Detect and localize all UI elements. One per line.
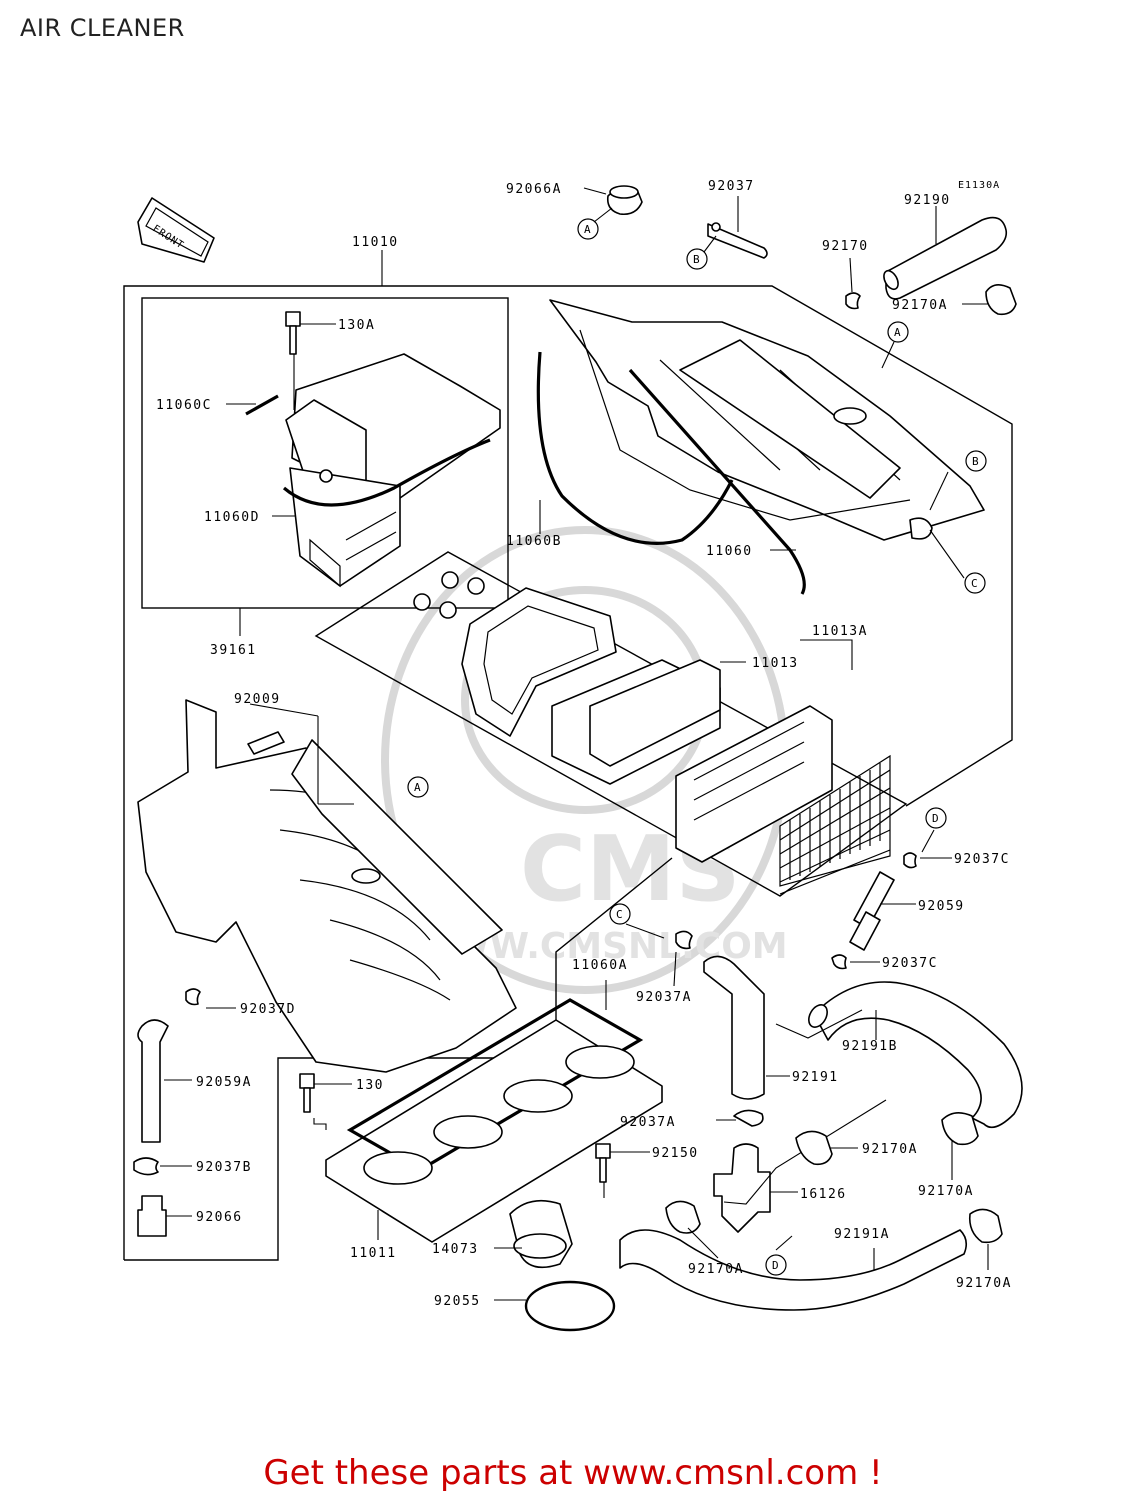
part-number-11060: 11060 bbox=[706, 544, 753, 559]
part-number-92170A: 92170A bbox=[956, 1276, 1012, 1291]
part-number-11011: 11011 bbox=[350, 1246, 397, 1261]
part-number-92170A: 92170A bbox=[862, 1142, 918, 1157]
frame-11013A bbox=[314, 551, 908, 897]
ref-mark-A: A bbox=[894, 326, 901, 339]
front-arrow-icon: FRONT bbox=[137, 197, 215, 263]
frame-39161 bbox=[141, 297, 509, 609]
diagram-code: E1130A bbox=[958, 180, 1000, 191]
part-number-130A: 130A bbox=[338, 318, 375, 333]
oring-92055 bbox=[494, 1280, 616, 1332]
strap-92037 bbox=[703, 196, 768, 259]
ref-mark-A: A bbox=[584, 223, 591, 236]
part-number-92191: 92191 bbox=[792, 1070, 839, 1085]
boot-14073 bbox=[494, 1199, 573, 1269]
part-number-labels: 92066A 92037 92190 92170 92170A 11010 13… bbox=[156, 179, 1012, 1309]
part-number-16126: 16126 bbox=[800, 1187, 847, 1202]
part-number-92150: 92150 bbox=[652, 1146, 699, 1161]
part-number-39161: 39161 bbox=[210, 643, 257, 658]
part-number-130: 130 bbox=[356, 1078, 384, 1093]
ref-mark-C: C bbox=[971, 577, 978, 590]
part-number-92066A: 92066A bbox=[506, 182, 562, 197]
part-number-11060A: 11060A bbox=[572, 958, 628, 973]
part-number-92037B: 92037B bbox=[196, 1160, 252, 1175]
hose-92190 bbox=[883, 206, 1008, 300]
part-number-14073: 14073 bbox=[432, 1242, 479, 1257]
part-number-92066: 92066 bbox=[196, 1210, 243, 1225]
left-side-parts bbox=[133, 988, 236, 1237]
ref-mark-D: D bbox=[932, 812, 939, 825]
part-number-92037: 92037 bbox=[708, 179, 755, 194]
base-plate-11011 bbox=[299, 980, 663, 1243]
part-number-92170: 92170 bbox=[822, 239, 869, 254]
part-number-92170A: 92170A bbox=[918, 1184, 974, 1199]
part-number-92037A: 92037A bbox=[636, 990, 692, 1005]
right-side-parts bbox=[619, 829, 1023, 1311]
part-number-92037C: 92037C bbox=[954, 852, 1010, 867]
part-number-11060D: 11060D bbox=[204, 510, 260, 525]
filter-contents bbox=[413, 571, 891, 895]
cover-39161 bbox=[226, 311, 501, 588]
part-number-92037D: 92037D bbox=[240, 1002, 296, 1017]
ref-mark-D: D bbox=[772, 1259, 779, 1272]
part-number-92191B: 92191B bbox=[842, 1039, 898, 1054]
part-number-11060B: 11060B bbox=[506, 534, 562, 549]
ref-mark-C: C bbox=[616, 908, 623, 921]
part-number-11013: 11013 bbox=[752, 656, 799, 671]
part-number-11013A: 11013A bbox=[812, 624, 868, 639]
part-number-92170A: 92170A bbox=[688, 1262, 744, 1277]
upper-housing bbox=[536, 299, 985, 595]
lower-housing bbox=[137, 699, 517, 1073]
part-number-11010: 11010 bbox=[352, 235, 399, 250]
part-number-92009: 92009 bbox=[234, 692, 281, 707]
part-number-92037C: 92037C bbox=[882, 956, 938, 971]
part-number-11060C: 11060C bbox=[156, 398, 212, 413]
part-number-92191A: 92191A bbox=[834, 1227, 890, 1242]
part-number-92055: 92055 bbox=[434, 1294, 481, 1309]
plug-92066A bbox=[583, 185, 643, 223]
part-number-92037A: 92037A bbox=[620, 1115, 676, 1130]
page-title: AIR CLEANER bbox=[20, 14, 185, 42]
part-number-92170A: 92170A bbox=[892, 298, 948, 313]
footer-promo-link[interactable]: Get these parts at www.cmsnl.com ! bbox=[263, 1453, 883, 1493]
reference-marks: A B A B C A D C D bbox=[407, 218, 987, 1276]
watermark: CMS WWW.CMSNL.COM bbox=[381, 526, 789, 994]
ref-mark-B: B bbox=[693, 253, 700, 266]
part-number-92059: 92059 bbox=[918, 899, 965, 914]
ref-mark-A: A bbox=[414, 781, 421, 794]
clamp-92170A-top bbox=[962, 284, 1017, 316]
part-number-92190: 92190 bbox=[904, 193, 951, 208]
ref-mark-B: B bbox=[972, 455, 979, 468]
part-number-92059A: 92059A bbox=[196, 1075, 252, 1090]
clip-92170 bbox=[845, 257, 861, 310]
